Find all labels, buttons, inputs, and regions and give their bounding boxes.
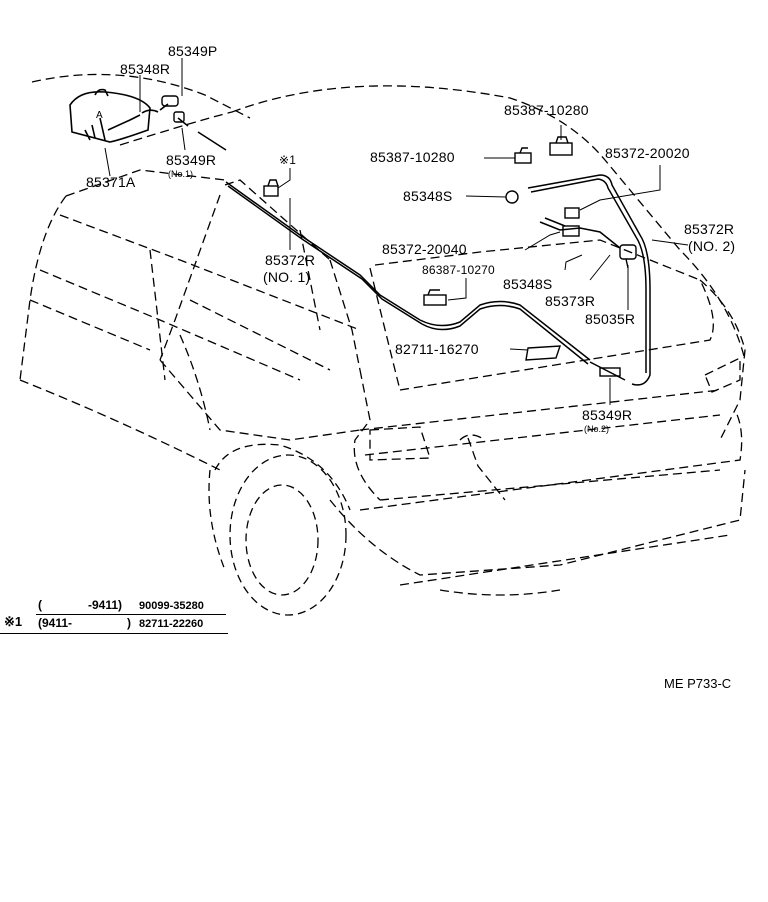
note-row2-part: 82711-22260: [139, 618, 204, 630]
leader-lines: [104, 58, 689, 405]
part-label-85349R-no1: 85349R: [166, 152, 217, 168]
part-label-85372-20040: 85372-20040: [382, 241, 467, 257]
note-row2-close: ): [127, 616, 131, 630]
note-row1-open: (: [38, 598, 42, 612]
note-row1-range: -9411): [88, 598, 123, 612]
washer-hoses: [177, 117, 651, 386]
note-row2-marker: ※1: [4, 614, 23, 629]
figure-code: ME P733-C: [664, 676, 732, 691]
fittings: [161, 95, 637, 377]
part-label-85372R-no1: 85372R: [265, 252, 316, 268]
part-label-85348S-a: 85348S: [403, 188, 453, 204]
part-label-85035R: 85035R: [585, 311, 636, 327]
note-row2-range-start: (9411-: [38, 616, 73, 630]
note-row1-rule: [36, 614, 226, 615]
svg-text:A: A: [96, 110, 103, 121]
part-label-82711-16270: 82711-16270: [395, 341, 479, 357]
star-marker: ※1: [279, 153, 297, 167]
part-label-85372-20020: 85372-20020: [605, 145, 690, 161]
part-sublabel-no2: (No.2): [584, 424, 610, 434]
part-label-86387-10270: 86387-10270: [422, 263, 495, 277]
vehicle-body-outline: [19, 73, 746, 596]
part-label-85349P: 85349P: [168, 43, 218, 59]
part-label-85387-10280-b: 85387-10280: [370, 149, 455, 165]
part-sublabel-no1: (No.1): [168, 169, 194, 179]
note-row1-part: 90099-35280: [139, 600, 204, 612]
part-label-85372R-no2: 85372R: [684, 221, 735, 237]
part-sublabel-no2-hose: (NO. 2): [688, 238, 736, 254]
part-label-85387-10280-a: 85387-10280: [504, 102, 589, 118]
part-label-85373R: 85373R: [545, 293, 596, 309]
washer-tank: A: [69, 88, 169, 143]
part-sublabel-no1-hose: (NO. 1): [263, 269, 311, 285]
part-label-85348R: 85348R: [120, 61, 171, 77]
part-label-85348S-b: 85348S: [503, 276, 553, 292]
part-label-85349R-no2: 85349R: [582, 407, 633, 423]
rear-wheel: [208, 443, 351, 616]
part-label-85371A: 85371A: [86, 174, 136, 190]
note-bottom-rule: [0, 633, 228, 634]
